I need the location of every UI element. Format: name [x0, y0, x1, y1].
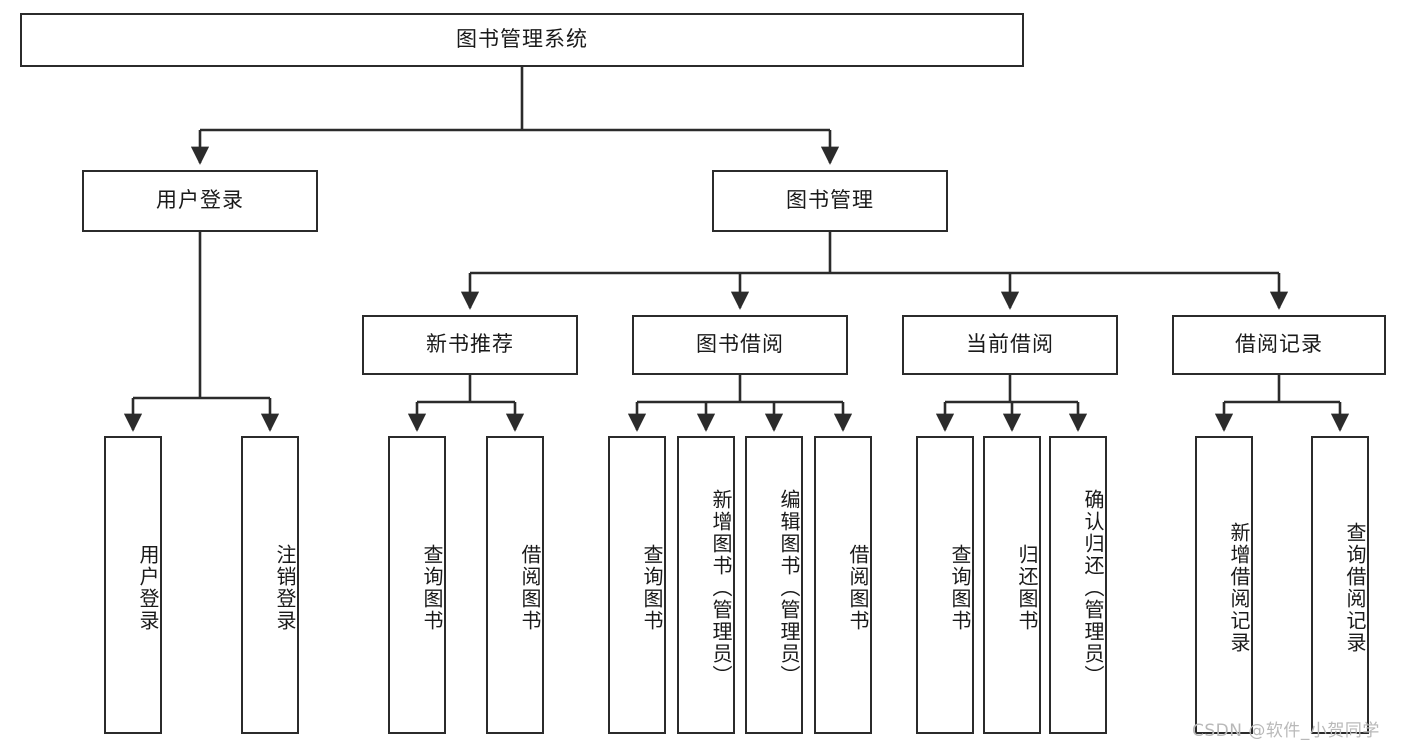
leaf-label: 确认归还（管理员）	[1081, 489, 1105, 687]
node-user-login-label: 用户登录	[156, 188, 244, 213]
watermark-text: CSDN @软件_小贺同学	[1192, 721, 1380, 741]
node-book-management-label: 图书管理	[786, 188, 874, 213]
node-new-book-recommend-label: 新书推荐	[426, 332, 514, 357]
node-borrow-record-label: 借阅记录	[1235, 332, 1323, 357]
leaf-record-query[interactable]: 查询借阅记录	[1311, 436, 1369, 734]
leaf-label: 归还图书	[1015, 544, 1039, 632]
leaf-borrow-query-book[interactable]: 查询图书	[608, 436, 666, 734]
leaf-user-login-logout[interactable]: 注销登录	[241, 436, 299, 734]
leaf-borrow-borrow-book[interactable]: 借阅图书	[814, 436, 872, 734]
leaf-label: 编辑图书（管理员）	[777, 489, 801, 687]
node-current-borrow-label: 当前借阅	[966, 332, 1054, 357]
node-current-borrow[interactable]: 当前借阅	[902, 315, 1118, 375]
node-new-book-recommend[interactable]: 新书推荐	[362, 315, 578, 375]
node-borrow-record[interactable]: 借阅记录	[1172, 315, 1386, 375]
leaf-new-book-query[interactable]: 查询图书	[388, 436, 446, 734]
leaf-label: 借阅图书	[518, 544, 542, 632]
node-root-label: 图书管理系统	[456, 27, 588, 52]
leaf-label: 注销登录	[273, 544, 297, 632]
leaf-user-login-login[interactable]: 用户登录	[104, 436, 162, 734]
node-user-login[interactable]: 用户登录	[82, 170, 318, 232]
leaf-label: 新增借阅记录	[1227, 522, 1251, 654]
leaf-current-return-book[interactable]: 归还图书	[983, 436, 1041, 734]
leaf-label: 借阅图书	[846, 544, 870, 632]
leaf-current-query-book[interactable]: 查询图书	[916, 436, 974, 734]
leaf-record-add[interactable]: 新增借阅记录	[1195, 436, 1253, 734]
leaf-current-confirm-return[interactable]: 确认归还（管理员）	[1049, 436, 1107, 734]
leaf-label: 查询图书	[420, 544, 444, 632]
csdn-watermark: CSDN @软件_小贺同学	[1192, 716, 1380, 741]
node-book-borrow[interactable]: 图书借阅	[632, 315, 848, 375]
leaf-label: 用户登录	[136, 544, 160, 632]
leaf-borrow-edit-book[interactable]: 编辑图书（管理员）	[745, 436, 803, 734]
leaf-new-book-borrow[interactable]: 借阅图书	[486, 436, 544, 734]
node-root[interactable]: 图书管理系统	[20, 13, 1024, 67]
node-book-management[interactable]: 图书管理	[712, 170, 948, 232]
leaf-label: 查询图书	[948, 544, 972, 632]
leaf-label: 查询图书	[640, 544, 664, 632]
leaf-label: 查询借阅记录	[1343, 522, 1367, 654]
leaf-borrow-add-book[interactable]: 新增图书（管理员）	[677, 436, 735, 734]
leaf-label: 新增图书（管理员）	[709, 489, 733, 687]
node-book-borrow-label: 图书借阅	[696, 332, 784, 357]
